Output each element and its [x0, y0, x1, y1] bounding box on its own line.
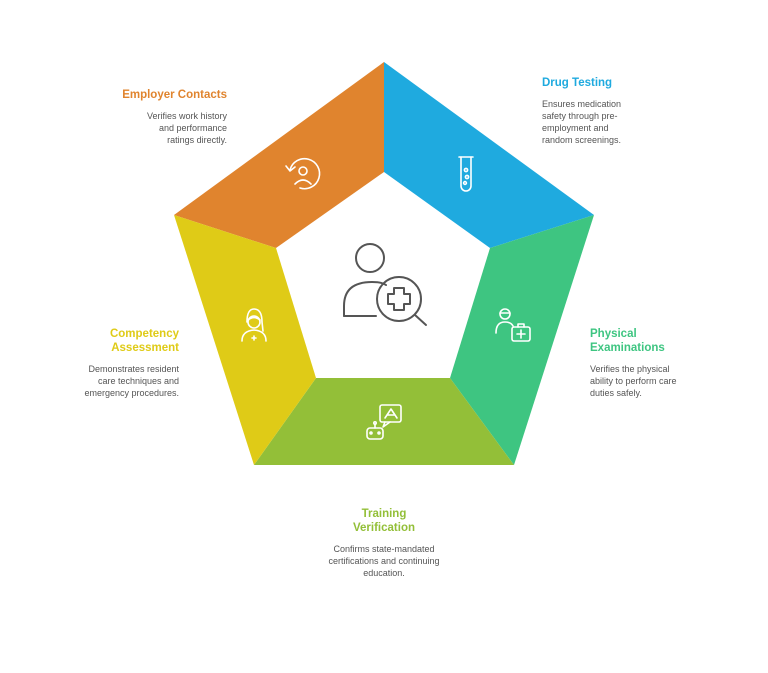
label-training-verification: Training Verification Confirms state-man…	[328, 507, 440, 579]
person-medical-search-icon	[343, 243, 427, 326]
label-competency-assessment: Competency Assessment Demonstrates resid…	[72, 327, 179, 399]
segment-competency-assessment	[174, 215, 316, 465]
label-physical-examinations: Physical Examinations Verifies the physi…	[590, 327, 700, 399]
drug-testing-title: Drug Testing	[542, 77, 613, 89]
competency-assessment-title: Competency Assessment	[109, 328, 179, 354]
competency-assessment-description: Demonstrates resident care techniques an…	[84, 364, 179, 398]
test-tube-icon	[458, 156, 474, 192]
person-history-icon	[285, 157, 321, 190]
training-verification-title: Training Verification	[353, 508, 415, 534]
robot-chat-icon	[366, 404, 402, 440]
segment-drug-testing	[384, 62, 594, 248]
drug-testing-description: Ensures medication safety through pre-em…	[542, 99, 622, 145]
label-employer-contacts: Employer Contacts Verifies work history …	[95, 88, 227, 146]
employer-contacts-description: Verifies work history and performance ra…	[146, 111, 227, 145]
employer-contacts-title: Employer Contacts	[122, 89, 227, 101]
label-drug-testing: Drug Testing Ensures medication safety t…	[542, 76, 652, 146]
segment-employer-contacts	[174, 62, 384, 248]
doctor-medkit-icon	[495, 308, 531, 342]
nurse-icon	[241, 308, 267, 342]
physical-examinations-title: Physical Examinations	[590, 328, 665, 354]
training-verification-description: Confirms state-mandated certifications a…	[328, 544, 440, 578]
segment-physical-examinations	[450, 215, 594, 465]
physical-examinations-description: Verifies the physical ability to perform…	[590, 364, 677, 398]
